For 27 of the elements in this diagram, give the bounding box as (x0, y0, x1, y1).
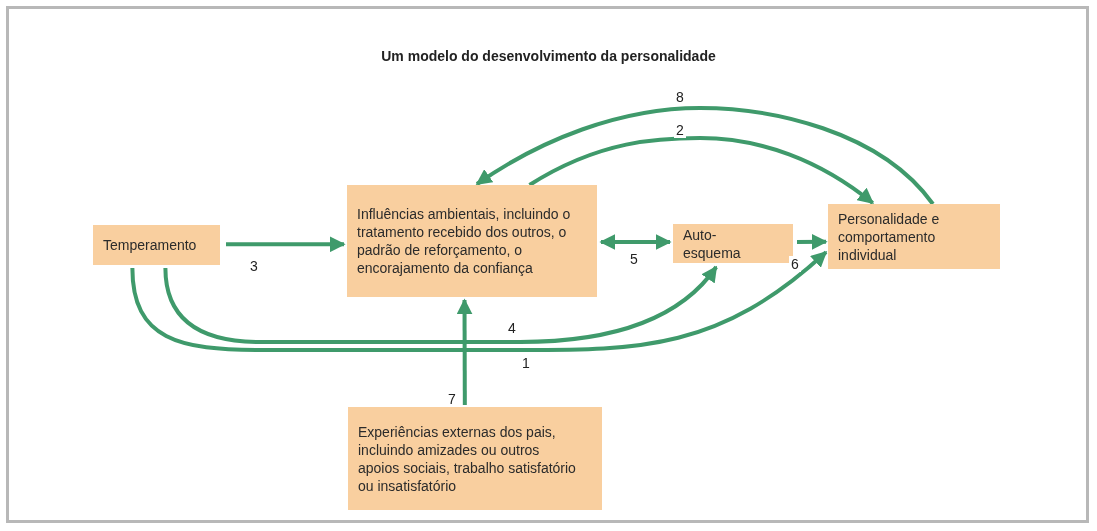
arrow (163, 265, 718, 344)
edge-label: 3 (248, 258, 260, 274)
arrow (226, 236, 346, 253)
edge-label: 4 (506, 320, 518, 336)
arrow (456, 298, 473, 405)
edge-label: 5 (628, 251, 640, 267)
diagram-title: Um modelo do desenvolvimento da personalidade (380, 48, 717, 64)
process-box (348, 407, 602, 510)
edge-label: 2 (674, 122, 686, 138)
box-text: Temperamento (103, 236, 197, 254)
box-text: Auto-esquema (683, 225, 742, 262)
edge-label: 8 (674, 89, 686, 105)
arrow (130, 250, 828, 352)
arrow (475, 106, 935, 206)
box-text: Influências ambientais, incluindo o tratamento recebido dos outros, o padrão de reforçamento, o encorajamento da confiança (357, 205, 572, 277)
arrow (528, 136, 874, 205)
process-box (673, 224, 793, 263)
box-text: Personalidade e comportamento individual (838, 209, 941, 264)
process-box (347, 185, 597, 297)
edge-label: 1 (520, 355, 532, 371)
edge-label: 6 (789, 256, 801, 272)
arrow (599, 234, 672, 251)
process-box (828, 204, 1000, 269)
process-box (93, 225, 220, 265)
edge-label: 7 (446, 391, 458, 407)
arrow (797, 233, 828, 250)
box-text: Experiências externas dos pais, incluindo amizades ou outros apoios sociais, trabalho satisfatório ou insatisfatório (358, 422, 577, 495)
